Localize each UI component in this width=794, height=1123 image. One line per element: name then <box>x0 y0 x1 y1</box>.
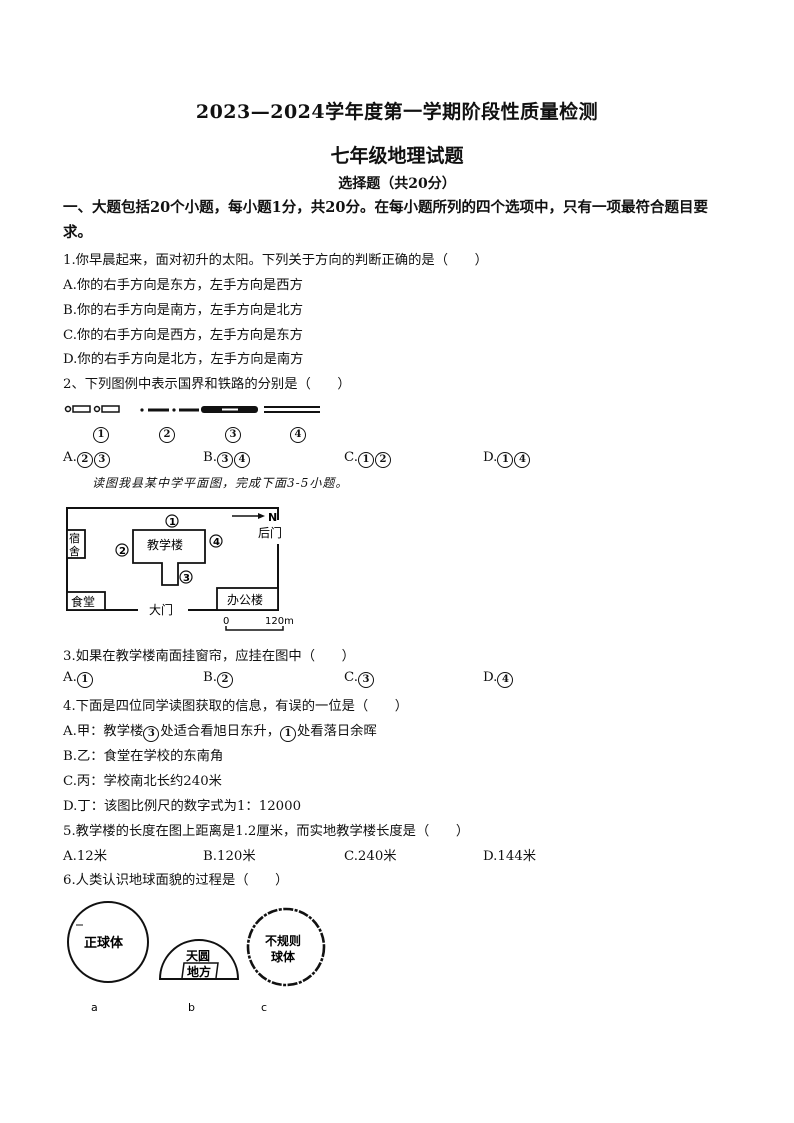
exam-subtitle: 七年级地理试题 <box>330 145 464 167</box>
question-5-option-d: D.144米 <box>483 849 537 864</box>
canteen-label: 食堂 <box>71 594 95 609</box>
dorm-label-bottom: 舍 <box>69 544 80 558</box>
question-1-option-d: D.你的右手方向是北方，左手方向是南方 <box>63 352 304 367</box>
figure-label-c: c <box>261 1001 267 1014</box>
question-5-stem: 5.教学楼的长度在图上距离是1.2厘米，而实地教学楼长度是（ ） <box>63 824 470 839</box>
canteen-building <box>66 591 106 611</box>
earth-shape-figures: 正球体 天圆 地方 不规则 球体 a b c <box>67 901 326 1014</box>
question-4-option-c: C.丙：学校南北长约240米 <box>63 774 222 789</box>
teaching-building <box>132 529 206 586</box>
dorm-label-top: 宿 <box>69 531 80 545</box>
question-3-option-b: B.2 <box>203 670 234 688</box>
scale-zero: 0 <box>223 616 229 627</box>
teaching-building-label: 教学楼 <box>147 537 183 552</box>
dorm-building <box>66 529 86 559</box>
map-reading-intro: 读图我县某中学平面图，完成下面3-5小题。 <box>92 476 349 490</box>
marker-2: 2 <box>119 546 126 557</box>
figure-b-bottom-text: 地方 <box>187 964 211 979</box>
office-label: 办公楼 <box>227 592 263 607</box>
north-label: N <box>268 511 277 524</box>
building-markers: 1 2 3 4 <box>115 514 223 584</box>
legend-label-2: 2 <box>159 425 176 443</box>
figure-label-a: a <box>91 1001 98 1014</box>
marker-1: 1 <box>169 517 176 528</box>
legend-label-1: 1 <box>93 425 110 443</box>
question-6-stem: 6.人类认识地球面貌的过程是（ ） <box>63 873 289 888</box>
figure-c-text-2: 球体 <box>271 949 296 964</box>
marker-3: 3 <box>183 573 190 584</box>
question-3-option-a: A.1 <box>63 670 94 688</box>
question-1-option-b: B.你的右手方向是南方，左手方向是北方 <box>63 303 304 318</box>
legend-label-3: 3 <box>225 425 242 443</box>
question-3-option-d: D.4 <box>483 670 514 688</box>
figure-c-irregular-sphere: 不规则 球体 <box>246 907 326 987</box>
legend-symbol-2 <box>140 408 199 412</box>
back-gate-label: 后门 <box>258 525 282 540</box>
question-4-option-b: B.乙：食堂在学校的东南角 <box>63 749 224 764</box>
figure-b-dome: 天圆 地方 <box>158 939 240 980</box>
question-5-option-c: C.240米 <box>344 849 397 864</box>
figure-a-sphere: 正球体 <box>67 901 149 983</box>
question-1-option-a: A.你的右手方向是东方，左手方向是西方 <box>63 278 303 293</box>
legend-symbol-1 <box>64 405 120 413</box>
office-building <box>216 587 279 611</box>
map-legend-symbols <box>64 405 320 413</box>
school-plan-map: N 后门 宿 舍 教学楼 1 2 3 4 食堂 大门 办公楼 0 120m <box>66 507 294 631</box>
section-heading: 选择题（共20分） <box>338 176 456 192</box>
section-instructions: 一、大题包括20个小题，每小题1分，共20分。在每小题所列的四个选项中，只有一项… <box>63 199 708 241</box>
question-4-option-d: D.丁：该图比例尺的数字式为1：12000 <box>63 799 302 814</box>
scale-bar: 0 120m <box>223 616 294 631</box>
figure-a-text: 正球体 <box>84 935 124 951</box>
figure-label-b: b <box>188 1001 195 1014</box>
legend-symbol-4 <box>264 406 320 413</box>
main-gate-label: 大门 <box>149 602 173 617</box>
question-3-option-c: C.3 <box>344 670 375 688</box>
question-5-option-a: A.12米 <box>63 849 108 864</box>
north-arrow-icon <box>232 513 265 519</box>
question-5-option-b: B.120米 <box>203 849 256 864</box>
question-4-stem: 4.下面是四位同学读图获取的信息，有误的一位是（ ） <box>63 699 409 714</box>
exam-title: 2023—2024学年度第一学期阶段性质量检测 <box>195 101 599 123</box>
legend-label-4: 4 <box>290 425 307 443</box>
marker-4: 4 <box>213 537 220 548</box>
legend-symbol-3 <box>201 406 258 413</box>
figure-b-top-text: 天圆 <box>186 949 210 963</box>
figure-c-text-1: 不规则 <box>265 933 301 948</box>
question-1-option-c: C.你的右手方向是西方，左手方向是东方 <box>63 328 303 343</box>
question-2-stem: 2、下列图例中表示国界和铁路的分别是（ ） <box>63 377 351 392</box>
question-3-stem: 3.如果在教学楼南面挂窗帘，应挂在图中（ ） <box>63 649 355 664</box>
question-1-stem: 1.你早晨起来，面对初升的太阳。下列关于方向的判断正确的是（ ） <box>63 253 488 268</box>
scale-value: 120m <box>265 616 294 627</box>
